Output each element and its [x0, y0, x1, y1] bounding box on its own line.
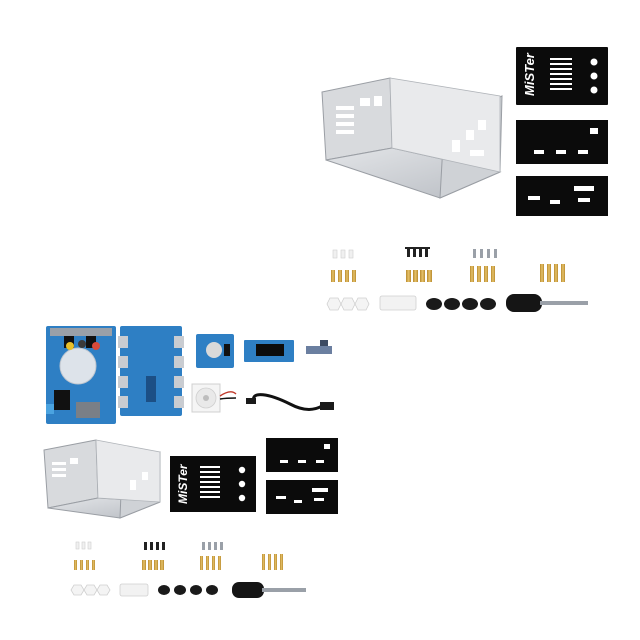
top-io-panel-1 — [516, 120, 608, 164]
rtc-board — [196, 334, 234, 368]
bottom-hardware — [70, 541, 306, 598]
main-board — [46, 326, 116, 424]
top-logo-text: MiSTer — [522, 52, 537, 96]
bottom-kit: MiSTer — [43, 326, 338, 598]
bottom-io-panel-1 — [266, 438, 338, 472]
bottom-io-panel-2 — [266, 480, 338, 514]
bottom-logo-text: MiSTer — [176, 463, 190, 504]
top-kit: MiSTer — [321, 47, 608, 312]
top-logo-panel: MiSTer — [516, 47, 608, 105]
oled-board — [244, 340, 294, 362]
top-hardware — [326, 247, 588, 312]
bottom-logo-panel: MiSTer — [170, 456, 256, 512]
bottom-screwdriver — [232, 582, 306, 598]
top-io-panel-2 — [516, 176, 608, 216]
bottom-metal-case — [43, 439, 161, 519]
usb-hub-board — [118, 326, 184, 416]
top-screwdriver — [506, 294, 588, 312]
cooling-fan — [191, 383, 237, 413]
switch-part — [306, 340, 332, 354]
usb-cable — [246, 393, 334, 411]
top-metal-case — [321, 77, 503, 199]
